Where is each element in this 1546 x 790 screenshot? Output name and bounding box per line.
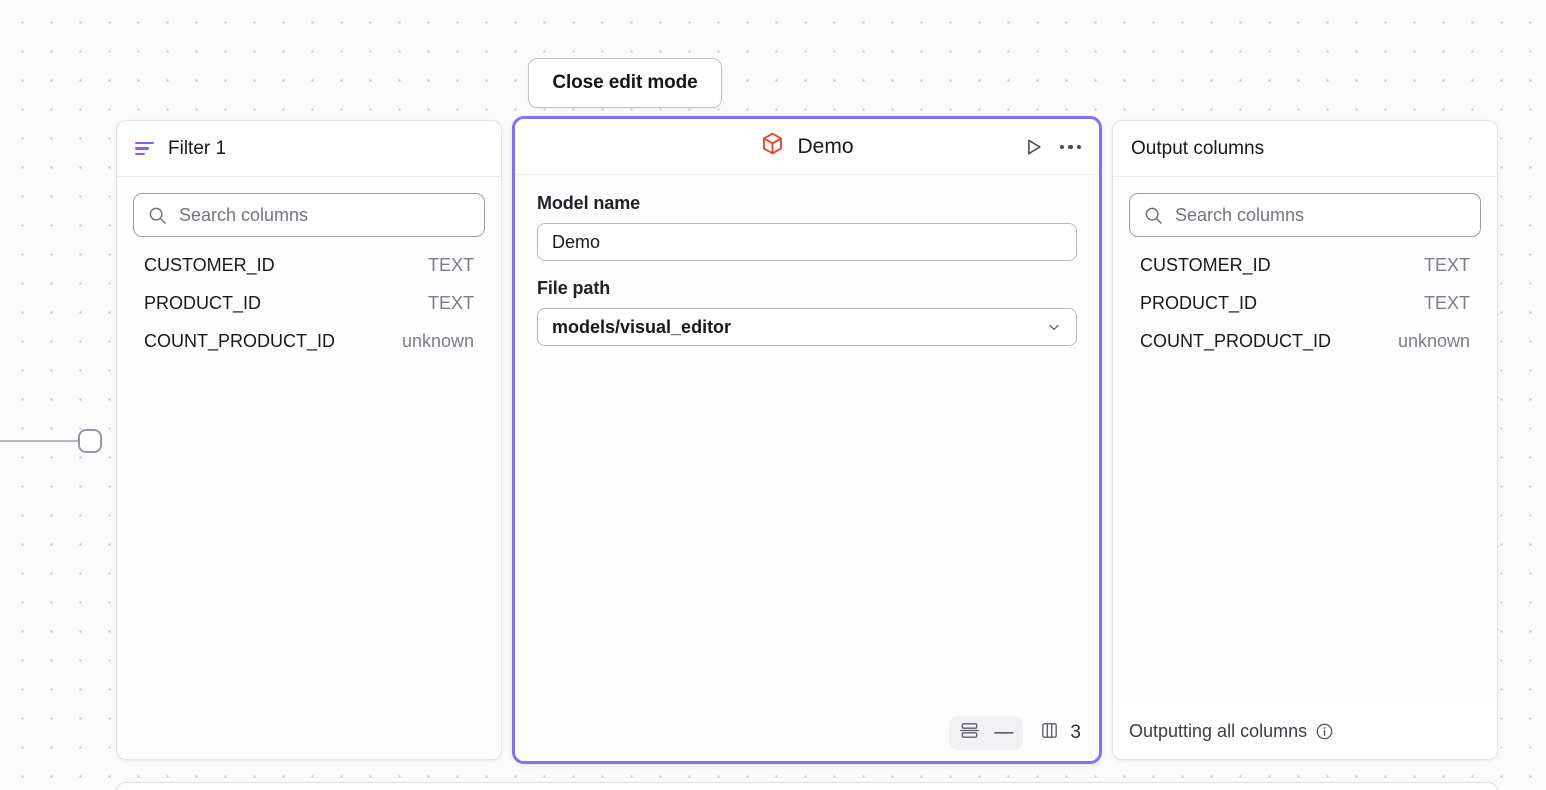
filter-search-placeholder: Search columns <box>179 204 309 225</box>
column-name: COUNT_PRODUCT_ID <box>144 331 336 351</box>
output-panel-body: Search columns CUSTOMER_ID TEXT PRODUCT_… <box>1113 177 1497 703</box>
column-type: unknown <box>401 331 474 351</box>
rows-count: — <box>994 722 1014 743</box>
filter-panel[interactable]: Filter 1 Search columns CUSTOMER_ID TEXT <box>116 120 502 760</box>
columns-count: 3 <box>1070 722 1081 743</box>
bottom-partial-panel[interactable] <box>116 782 1498 790</box>
info-icon[interactable] <box>1315 722 1334 741</box>
column-type: TEXT <box>427 293 474 313</box>
cube-icon <box>760 131 785 162</box>
file-path-select[interactable]: models/visual_editor <box>537 308 1077 346</box>
model-name-label: Model name <box>537 193 641 213</box>
column-name: PRODUCT_ID <box>144 293 262 313</box>
filter-panel-body: Search columns CUSTOMER_ID TEXT PRODUCT_… <box>117 177 501 759</box>
outputting-all-columns-text: Outputting all columns <box>1129 720 1308 741</box>
model-panel[interactable]: Demo Model name Demo File path models/vi… <box>512 116 1102 764</box>
filter-panel-title: Filter 1 <box>168 137 227 159</box>
output-columns-panel[interactable]: Output columns Search columns CUSTOMER_I… <box>1112 120 1498 760</box>
output-panel-header: Output columns <box>1113 121 1497 177</box>
column-name: COUNT_PRODUCT_ID <box>1140 331 1332 351</box>
column-type: TEXT <box>1423 255 1470 275</box>
more-options-icon[interactable] <box>1058 139 1084 156</box>
column-type: TEXT <box>427 255 474 275</box>
filter-icon <box>135 141 154 156</box>
connector-handle[interactable] <box>78 429 102 453</box>
filter-search-input[interactable]: Search columns <box>133 193 485 237</box>
search-icon <box>148 206 167 225</box>
output-search-placeholder: Search columns <box>1175 204 1305 225</box>
model-panel-footer: — 3 <box>515 705 1099 761</box>
model-panel-body: Model name Demo File path models/visual_… <box>515 175 1099 705</box>
columns-icon[interactable] <box>1039 720 1060 746</box>
output-panel-title: Output columns <box>1131 137 1265 159</box>
filter-panel-header: Filter 1 <box>117 121 501 177</box>
table-row[interactable]: CUSTOMER_ID TEXT <box>133 255 485 293</box>
column-name: PRODUCT_ID <box>1140 293 1258 313</box>
file-path-value: models/visual_editor <box>552 316 732 337</box>
rows-control-group[interactable]: — <box>949 716 1024 750</box>
table-row[interactable]: COUNT_PRODUCT_ID unknown <box>133 331 485 369</box>
model-name-input[interactable]: Demo <box>537 223 1077 261</box>
table-row[interactable]: PRODUCT_ID TEXT <box>1129 293 1481 331</box>
rows-icon[interactable] <box>959 720 980 746</box>
connector-edge <box>0 440 82 442</box>
close-edit-mode-button[interactable]: Close edit mode <box>528 58 722 108</box>
model-panel-title: Demo <box>797 134 854 158</box>
columns-control-group[interactable]: 3 <box>1039 720 1081 746</box>
run-icon[interactable] <box>1022 136 1044 158</box>
output-search-input[interactable]: Search columns <box>1129 193 1481 237</box>
file-path-label: File path <box>537 278 611 298</box>
column-name: CUSTOMER_ID <box>1140 255 1271 275</box>
chevron-down-icon <box>1046 319 1062 335</box>
filter-column-list: CUSTOMER_ID TEXT PRODUCT_ID TEXT COUNT_P… <box>133 255 485 369</box>
column-name: CUSTOMER_ID <box>144 255 275 275</box>
model-panel-header: Demo <box>515 119 1099 175</box>
column-type: TEXT <box>1423 293 1470 313</box>
column-type: unknown <box>1397 331 1470 351</box>
table-row[interactable]: CUSTOMER_ID TEXT <box>1129 255 1481 293</box>
table-row[interactable]: COUNT_PRODUCT_ID unknown <box>1129 331 1481 369</box>
output-column-list: CUSTOMER_ID TEXT PRODUCT_ID TEXT COUNT_P… <box>1129 255 1481 369</box>
table-row[interactable]: PRODUCT_ID TEXT <box>133 293 485 331</box>
output-panel-footer: Outputting all columns <box>1113 703 1497 759</box>
search-icon <box>1144 206 1163 225</box>
